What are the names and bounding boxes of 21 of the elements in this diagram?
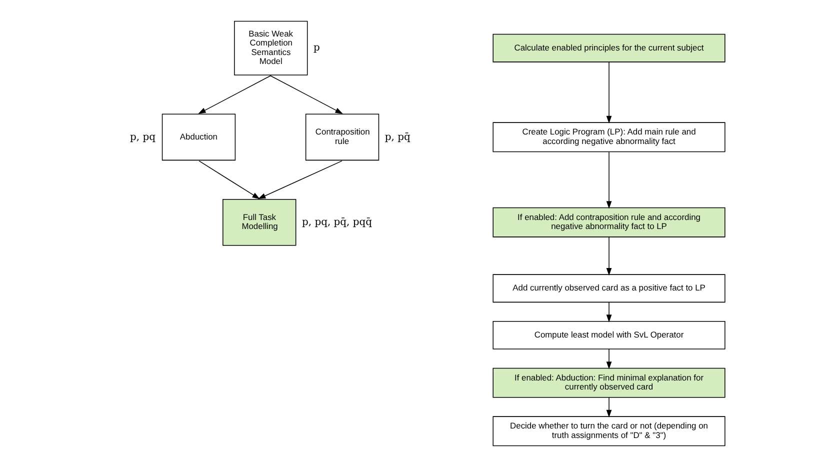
node-box: If enabled: Abduction: Find minimal explanation for currently observed card [492,368,725,398]
node-label: p [312,42,320,54]
arrow [198,75,270,114]
arrow [606,302,612,322]
node-label: p, pq [130,132,156,143]
node-box: If enabled: Add contraposition rule and according negative abnormality fact to LP [492,207,725,238]
node-box: Calculate enabled principles for the current subject [492,34,725,62]
arrow [606,236,612,276]
arrow [257,160,342,200]
node-label: p, pq̄ [384,132,410,143]
node-box: Create Logic Program (LP): Add main rule and according negative abnormality fact [492,122,725,152]
arrow [606,348,612,370]
arrow [606,62,612,124]
arrow [270,75,342,114]
node-box: Compute least model with SvL Operator [492,321,725,350]
arrow [606,152,612,209]
arrow [198,160,260,200]
arrow [606,397,612,418]
node-label: p, pq, pq̄, pqq̄ [301,216,372,228]
node-box: Decide whether to turn the card or not (depending on truth assignments of "D" & "3") [492,416,725,446]
node-box: Add currently observed card as a positive fact to LP [492,274,725,303]
